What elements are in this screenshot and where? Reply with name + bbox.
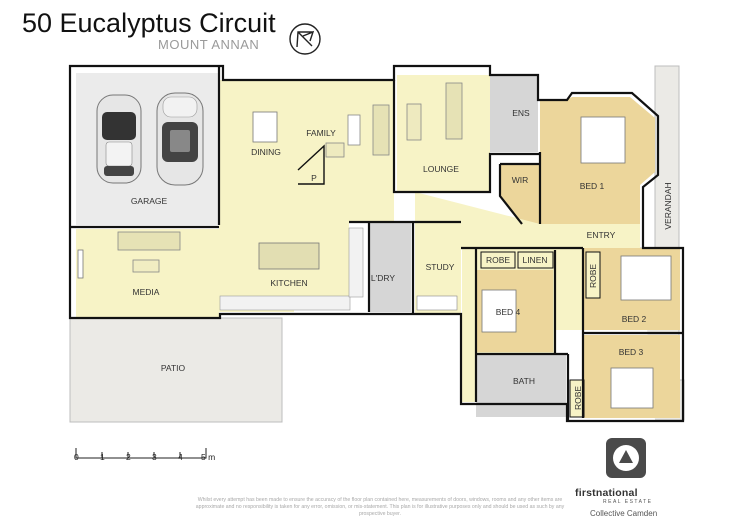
ensuite-floor xyxy=(490,75,538,152)
lounge-sofa xyxy=(445,82,463,140)
label-ens: ENS xyxy=(512,108,530,118)
scale-tick-3: 3 xyxy=(152,452,157,462)
brand-name: firstnational xyxy=(575,487,638,499)
label-study: STUDY xyxy=(426,262,455,272)
label-bed1: BED 1 xyxy=(580,181,605,191)
robe-bed2 xyxy=(585,251,601,299)
label-robe-bed3: ROBE xyxy=(573,386,583,410)
north-arrow-icon xyxy=(289,23,321,55)
sofa xyxy=(117,231,181,251)
kitchen-bench xyxy=(219,295,351,311)
label-bed3: BED 3 xyxy=(619,347,644,357)
family-sofa xyxy=(372,104,390,156)
laundry-floor xyxy=(369,222,411,312)
label-dining: DINING xyxy=(251,147,281,157)
bed2-bed xyxy=(620,255,672,301)
robe-top xyxy=(480,251,516,269)
bath-floor xyxy=(476,355,566,417)
firstnational-logo-icon xyxy=(606,438,646,478)
scale-tick-0: 0 xyxy=(74,452,79,462)
label-garage: GARAGE xyxy=(131,196,168,206)
bed3-bed xyxy=(610,367,654,409)
ottoman xyxy=(132,259,160,273)
kitchen-island xyxy=(258,242,320,270)
car-icon xyxy=(156,92,204,186)
disclaimer-text: Whilst every attempt has been made to en… xyxy=(195,497,565,517)
bed1-bed xyxy=(580,116,626,164)
patio-area xyxy=(69,317,283,423)
label-linen: LINEN xyxy=(522,255,547,265)
armchair xyxy=(325,142,345,158)
label-bed4: BED 4 xyxy=(496,307,521,317)
tv-unit xyxy=(77,249,84,279)
label-family: FAMILY xyxy=(306,128,336,138)
label-lounge: LOUNGE xyxy=(423,164,459,174)
bed4-bed xyxy=(481,289,517,333)
car-icon xyxy=(96,94,142,184)
label-patio: PATIO xyxy=(161,363,186,373)
label-pantry: P xyxy=(311,173,317,183)
scale-bar xyxy=(75,448,207,459)
label-bed2: BED 2 xyxy=(622,314,647,324)
scale-tick-2: 2 xyxy=(126,452,131,462)
brand-sub: REAL ESTATE xyxy=(603,499,653,505)
scale-tick-1: 1 xyxy=(100,452,105,462)
linen-cupboard xyxy=(517,251,554,269)
dining-table xyxy=(252,111,278,143)
study-desk xyxy=(416,295,458,311)
pantry-wall xyxy=(297,144,325,185)
label-media: MEDIA xyxy=(133,287,160,297)
scale-tick-4: 4 xyxy=(178,452,183,462)
label-verandah: VERANDAH xyxy=(663,182,673,229)
label-bath: BATH xyxy=(513,376,535,386)
label-ldry: L'DRY xyxy=(371,273,395,283)
scale-tick-5: 5 m xyxy=(201,452,216,462)
office-name: Collective Camden xyxy=(590,509,658,518)
page-title: 50 Eucalyptus Circuit xyxy=(22,8,276,38)
family-table xyxy=(347,114,361,146)
kitchen-side-bench xyxy=(348,227,364,298)
label-robe-bed2: ROBE xyxy=(588,264,598,288)
label-entry: ENTRY xyxy=(587,230,616,240)
lounge-chair xyxy=(406,103,422,141)
label-wir: WIR xyxy=(512,175,529,185)
walls xyxy=(68,64,685,423)
suburb-subtitle: MOUNT ANNAN xyxy=(158,37,260,52)
label-robe-top: ROBE xyxy=(486,255,510,265)
label-kitchen: KITCHEN xyxy=(270,278,307,288)
wir-floor xyxy=(500,165,540,224)
